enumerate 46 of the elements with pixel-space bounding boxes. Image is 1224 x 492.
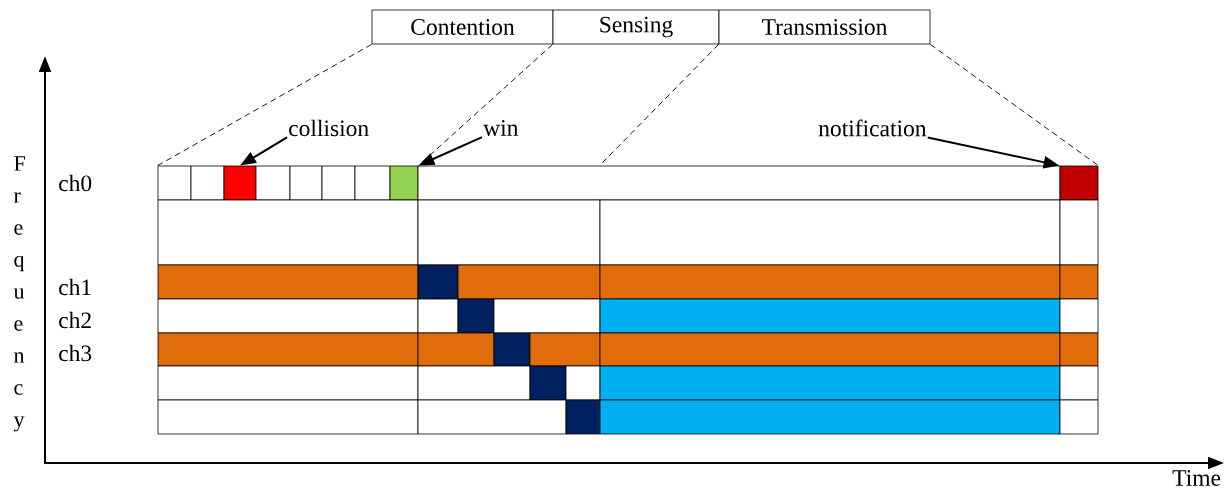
channel-label: ch1 xyxy=(59,278,91,296)
axis-label: Frequency xyxy=(13,156,25,432)
time-slot xyxy=(1059,165,1099,201)
time-slot xyxy=(1059,399,1099,435)
time-slot xyxy=(417,399,567,435)
time-slot xyxy=(289,165,323,201)
time-slot xyxy=(1059,199,1099,266)
channel-label: ch2 xyxy=(59,311,91,329)
time-slot xyxy=(1059,264,1099,300)
time-slot xyxy=(1059,332,1099,367)
time-slot xyxy=(599,399,1061,435)
time-slot xyxy=(565,399,601,435)
callout-text: collision xyxy=(289,119,369,137)
time-slot xyxy=(417,165,1061,201)
time-slot xyxy=(599,298,1061,334)
zoom-line xyxy=(417,43,554,167)
channel-label: ch3 xyxy=(59,344,92,362)
time-slot xyxy=(223,165,257,201)
channel-label: ch0 xyxy=(59,174,92,192)
time-slot xyxy=(457,264,601,300)
time-slot xyxy=(389,165,419,201)
axis-label: Time xyxy=(1172,470,1221,486)
phase-box: Sensing xyxy=(552,9,720,45)
time-slot xyxy=(417,264,459,300)
time-slot xyxy=(157,264,419,300)
time-slot xyxy=(417,332,495,367)
time-slot xyxy=(255,165,291,201)
time-slot xyxy=(1059,365,1099,401)
time-slot xyxy=(1059,298,1099,334)
time-slot xyxy=(493,298,601,334)
time-slot xyxy=(457,298,495,334)
time-slot xyxy=(417,199,601,266)
time-slot xyxy=(529,365,567,401)
time-slot xyxy=(417,298,459,334)
callout-text: win xyxy=(483,120,519,136)
phase-box: Contention xyxy=(371,9,554,45)
time-slot xyxy=(599,365,1061,401)
time-slot xyxy=(529,332,601,367)
zoom-line xyxy=(929,43,1099,167)
zoom-line xyxy=(157,43,373,167)
time-slot xyxy=(493,332,531,367)
callout-text: notification xyxy=(818,119,927,137)
time-slot xyxy=(417,365,531,401)
time-slot xyxy=(157,399,419,435)
time-slot xyxy=(565,365,601,401)
phase-box: Transmission xyxy=(718,9,931,45)
